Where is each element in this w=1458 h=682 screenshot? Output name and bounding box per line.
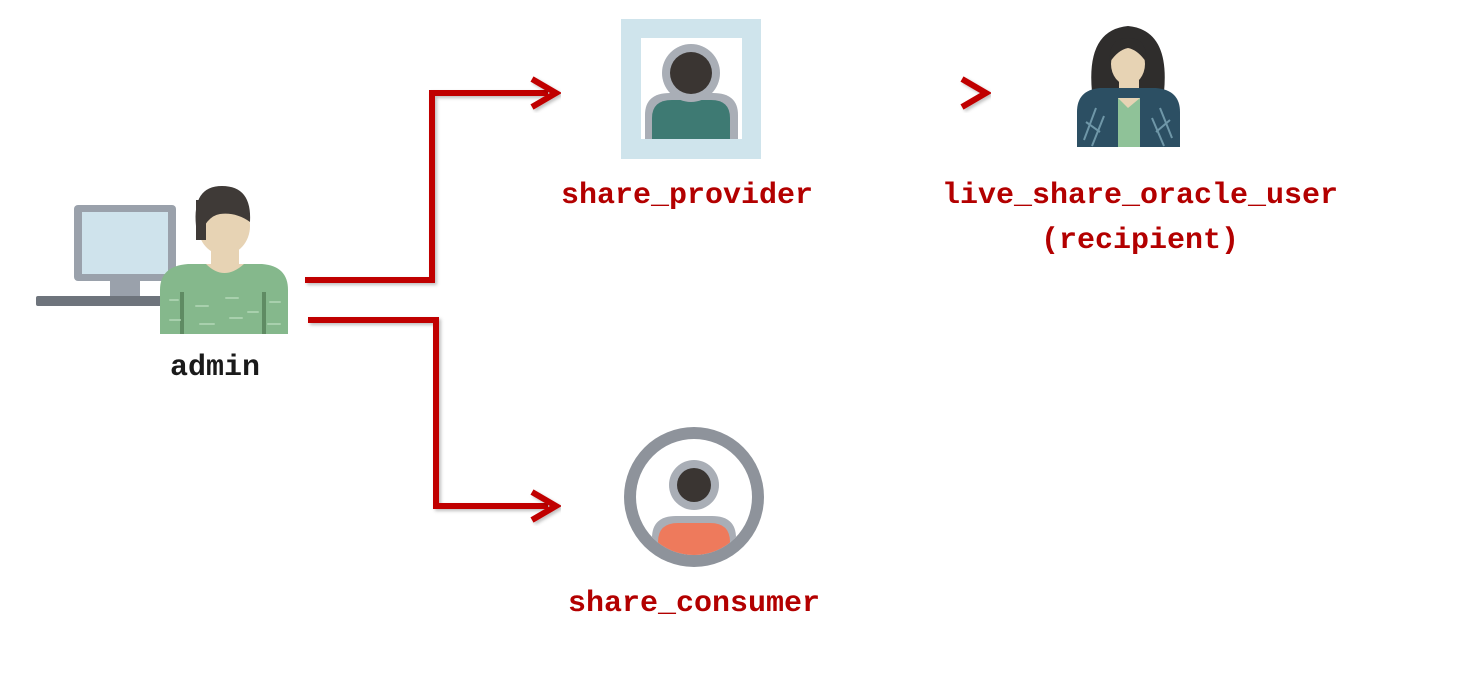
recipient-label-line2: (recipient) (1040, 224, 1240, 258)
arrowhead-recipient (960, 76, 992, 110)
arrowhead-share-consumer (530, 489, 562, 523)
user-circle-icon (624, 427, 764, 567)
recipient-label-line1: live_share_oracle_user (941, 179, 1339, 213)
computer-icon (36, 205, 176, 306)
admin-label: admin (169, 351, 260, 385)
arrow-admin-to-share-provider (305, 90, 548, 283)
connectors (305, 76, 992, 523)
man-icon (160, 186, 288, 334)
share-provider-label: share_provider (560, 179, 814, 213)
user-portrait-icon (621, 19, 761, 159)
share-consumer-label: share_consumer (567, 587, 821, 621)
admin-computer-user-icon (36, 186, 288, 334)
arrow-admin-to-share-consumer (308, 317, 548, 509)
arrowhead-share-provider (530, 76, 562, 110)
woman-user-icon (1077, 26, 1180, 147)
